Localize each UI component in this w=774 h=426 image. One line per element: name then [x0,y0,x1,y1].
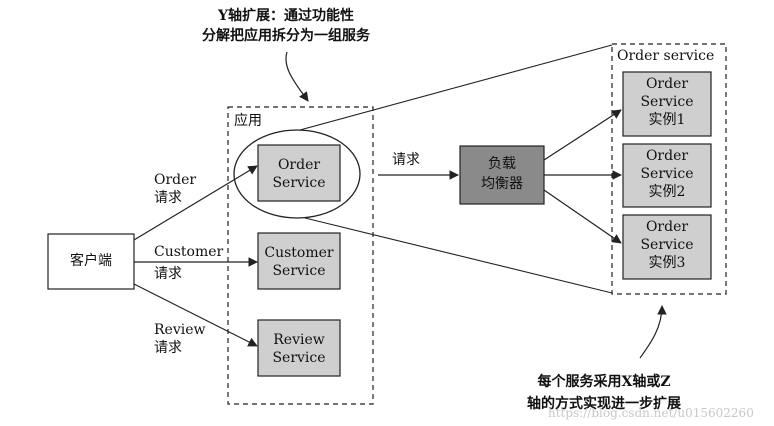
review-request-line1: Review [154,322,206,338]
customer-service-box [257,232,341,290]
load-balancer-box [459,145,545,205]
instance-3-line1: Order [645,219,689,235]
instance-2-line2: Service [640,166,694,182]
instance-3-line3: 实例3 [648,255,686,271]
order-service-label-line2: Service [272,175,326,191]
instance-box-3 [622,214,712,280]
app-group-border [227,106,374,405]
order-service-group-border [611,43,727,295]
order-service-label-line1: Order [277,157,321,173]
instance-1-line2: Service [640,94,694,110]
order-service-box [257,144,341,202]
customer-request-line1: Customer [154,244,224,260]
instance-box-2 [622,143,712,208]
order-service-group-title: Order service [617,48,715,64]
annotation-bottom-arrow [639,305,667,359]
client-label: 客户端 [70,253,112,269]
instance-1-line1: Order [645,76,689,92]
load-balancer-label-line2: 均衡器 [481,176,523,192]
instance-3-line2: Service [640,237,694,253]
annotation-top-line2: 分解把应用拆分为一组服务 [202,28,370,44]
annotation-top-arrow [285,51,309,102]
annotation-top-line1: Y轴扩展：通过功能性 [218,8,354,24]
arrow-client-to-order [133,165,258,241]
instance-box-1 [622,71,712,137]
watermark: https://blog.csdn.net/u015602260 [548,406,754,420]
instance-2-line1: Order [645,148,689,164]
customer-service-label-line1: Customer [264,245,334,261]
arrow-client-to-review [133,283,258,347]
review-service-label-line1: Review [273,332,325,348]
annotation-bottom-line2: 轴的方式实现进一步扩展 [527,396,681,412]
customer-service-label-line2: Service [272,263,326,279]
review-service-label-line2: Service [272,350,326,366]
arrow-lb-to-instance-3 [543,189,622,244]
load-balancer-label-line1: 负载 [488,156,516,172]
instance-2-line3: 实例2 [648,184,686,200]
order-service-ellipse [233,129,361,219]
request-to-lb-label: 请求 [392,152,420,168]
projection-line-bottom [304,217,613,294]
instance-1-line3: 实例1 [648,112,686,128]
projection-line-top [299,44,613,131]
app-group-title: 应用 [234,113,262,129]
order-request-line2: 请求 [154,190,182,206]
review-request-line2: 请求 [154,340,182,356]
review-service-box [257,319,341,377]
annotation-bottom-line1: 每个服务采用X轴或Z [537,374,671,390]
arrow-lb-to-instance-1 [543,109,622,161]
customer-request-line2: 请求 [154,266,182,282]
order-request-line1: Order [154,172,197,188]
